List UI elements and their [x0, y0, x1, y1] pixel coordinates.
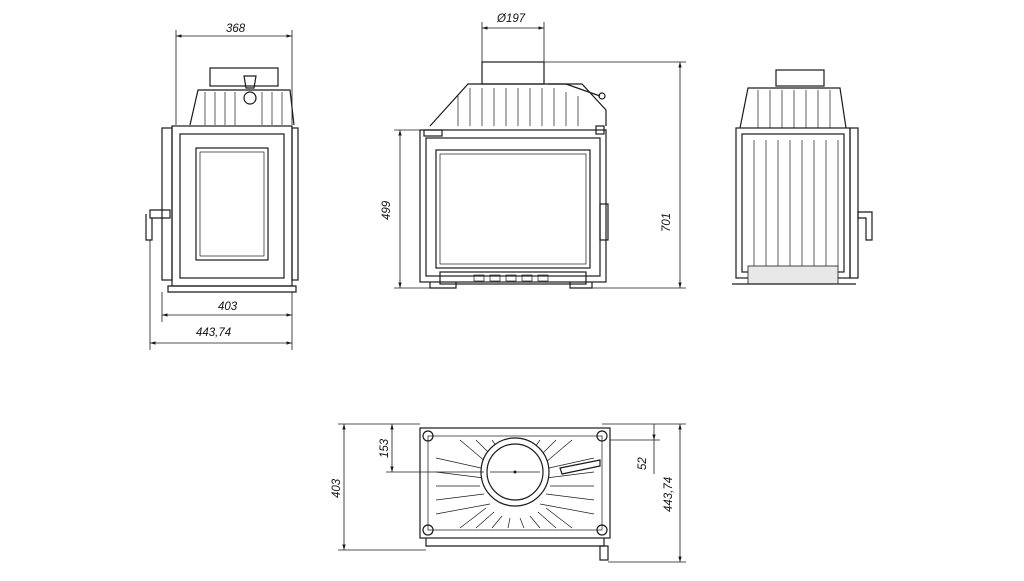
dim-plan-flue-offset: 153 — [379, 438, 391, 458]
rear-view — [732, 69, 873, 285]
dim-plan-depth: 403 — [331, 478, 343, 498]
front-view: Ø197 499 701 — [381, 13, 686, 289]
dim-front-total-height: 701 — [661, 213, 673, 232]
dim-side-total-width: 443,74 — [196, 327, 231, 339]
dim-plan-right-offset: 52 — [637, 457, 649, 470]
dim-plan-total-depth: 443,74 — [663, 477, 675, 512]
dim-side-top-width: 368 — [226, 23, 246, 35]
dim-side-body-width: 403 — [218, 301, 238, 313]
side-view: 368 403 443,74 — [145, 23, 299, 350]
dim-front-height: 499 — [381, 200, 393, 220]
dim-front-flue-diameter: Ø197 — [496, 13, 526, 25]
plan-view: 403 153 52 443,74 — [331, 423, 686, 563]
